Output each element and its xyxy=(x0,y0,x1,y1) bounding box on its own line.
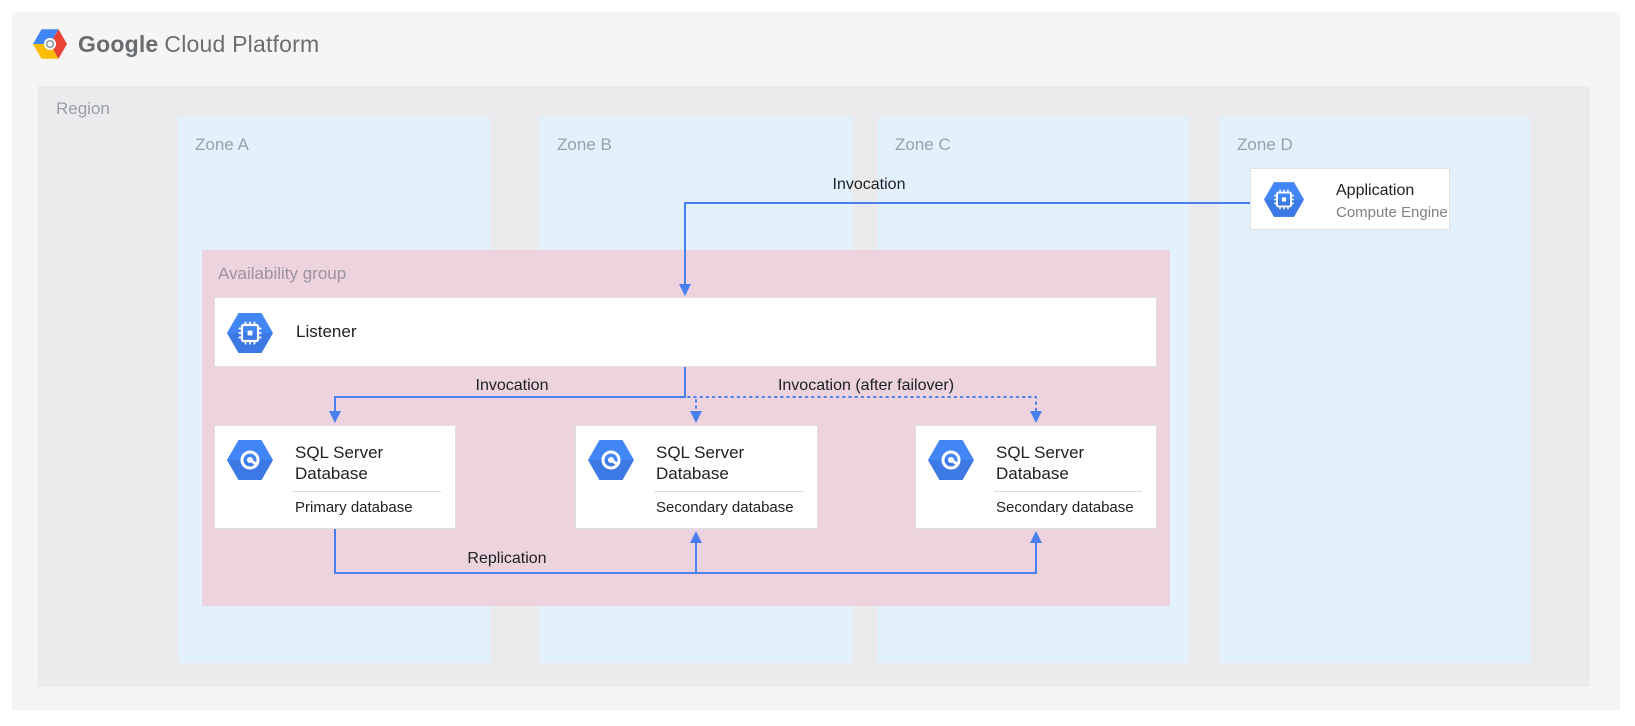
divider xyxy=(994,491,1142,492)
listener-title: Listener xyxy=(296,322,357,341)
logo-text-google: Google xyxy=(78,30,159,57)
compute-engine-icon xyxy=(227,313,273,353)
listener-card: Listener xyxy=(214,297,1157,367)
sql-server-icon xyxy=(928,440,974,480)
zone-a-label: Zone A xyxy=(195,135,249,154)
application-card: Application Compute Engine xyxy=(1250,168,1450,230)
database-card-secondary-1: SQL Server Database Secondary database xyxy=(575,425,818,529)
database-subtitle: Secondary database xyxy=(996,499,1134,516)
invocation-failover-label: Invocation (after failover) xyxy=(777,377,955,394)
zone-b-label: Zone B xyxy=(557,135,612,154)
database-subtitle: Primary database xyxy=(295,499,413,516)
database-title: SQL Server Database xyxy=(996,443,1085,483)
sql-server-icon xyxy=(227,440,273,480)
database-subtitle: Secondary database xyxy=(656,499,794,516)
application-subtitle: Compute Engine xyxy=(1336,204,1448,221)
database-title: SQL Server Database xyxy=(656,443,745,483)
invocation-top-label: Invocation xyxy=(832,176,906,193)
zone-c-label: Zone C xyxy=(895,135,951,154)
logo-text-cloud-platform: Cloud Platform xyxy=(164,30,320,57)
sql-server-icon xyxy=(588,440,634,480)
availability-group-label: Availability group xyxy=(218,264,347,283)
replication-label: Replication xyxy=(467,550,547,567)
zone-d-label: Zone D xyxy=(1237,135,1293,154)
invocation-primary-label: Invocation xyxy=(475,377,549,394)
database-card-secondary-2: SQL Server Database Secondary database xyxy=(915,425,1157,529)
application-title: Application xyxy=(1336,182,1415,199)
divider xyxy=(654,491,803,492)
region-label: Region xyxy=(56,99,110,118)
compute-engine-icon xyxy=(1264,182,1304,217)
google-cloud-platform-logo-icon xyxy=(33,29,67,59)
divider xyxy=(293,491,441,492)
database-card-primary: SQL Server Database Primary database xyxy=(214,425,456,529)
database-title: SQL Server Database xyxy=(295,443,384,483)
